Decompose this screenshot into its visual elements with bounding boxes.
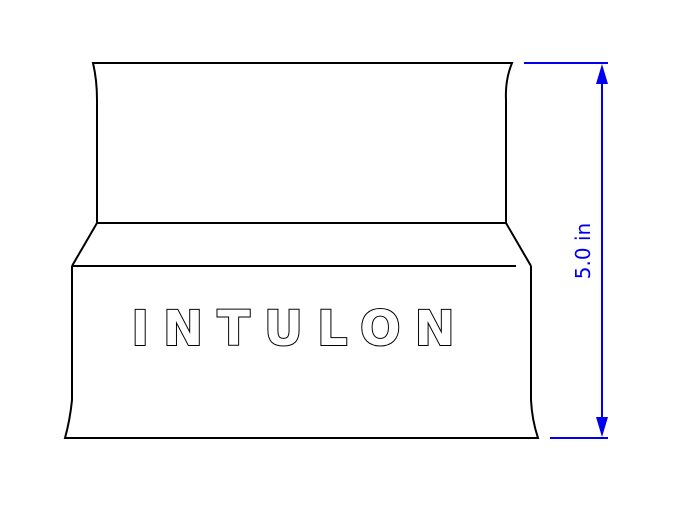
- product-outline: [63, 62, 540, 439]
- dimension-label: 5.0 in: [571, 223, 595, 279]
- dimension-arrow-bottom: [596, 417, 608, 437]
- dimension-arrow-top: [596, 64, 608, 84]
- shoulder-outline: [71, 222, 532, 267]
- lower-body-outline: [63, 266, 540, 439]
- brand-text: INTULON: [131, 301, 469, 357]
- upper-body-outline: [91, 62, 514, 224]
- height-dimension: 5.0 in: [524, 62, 608, 439]
